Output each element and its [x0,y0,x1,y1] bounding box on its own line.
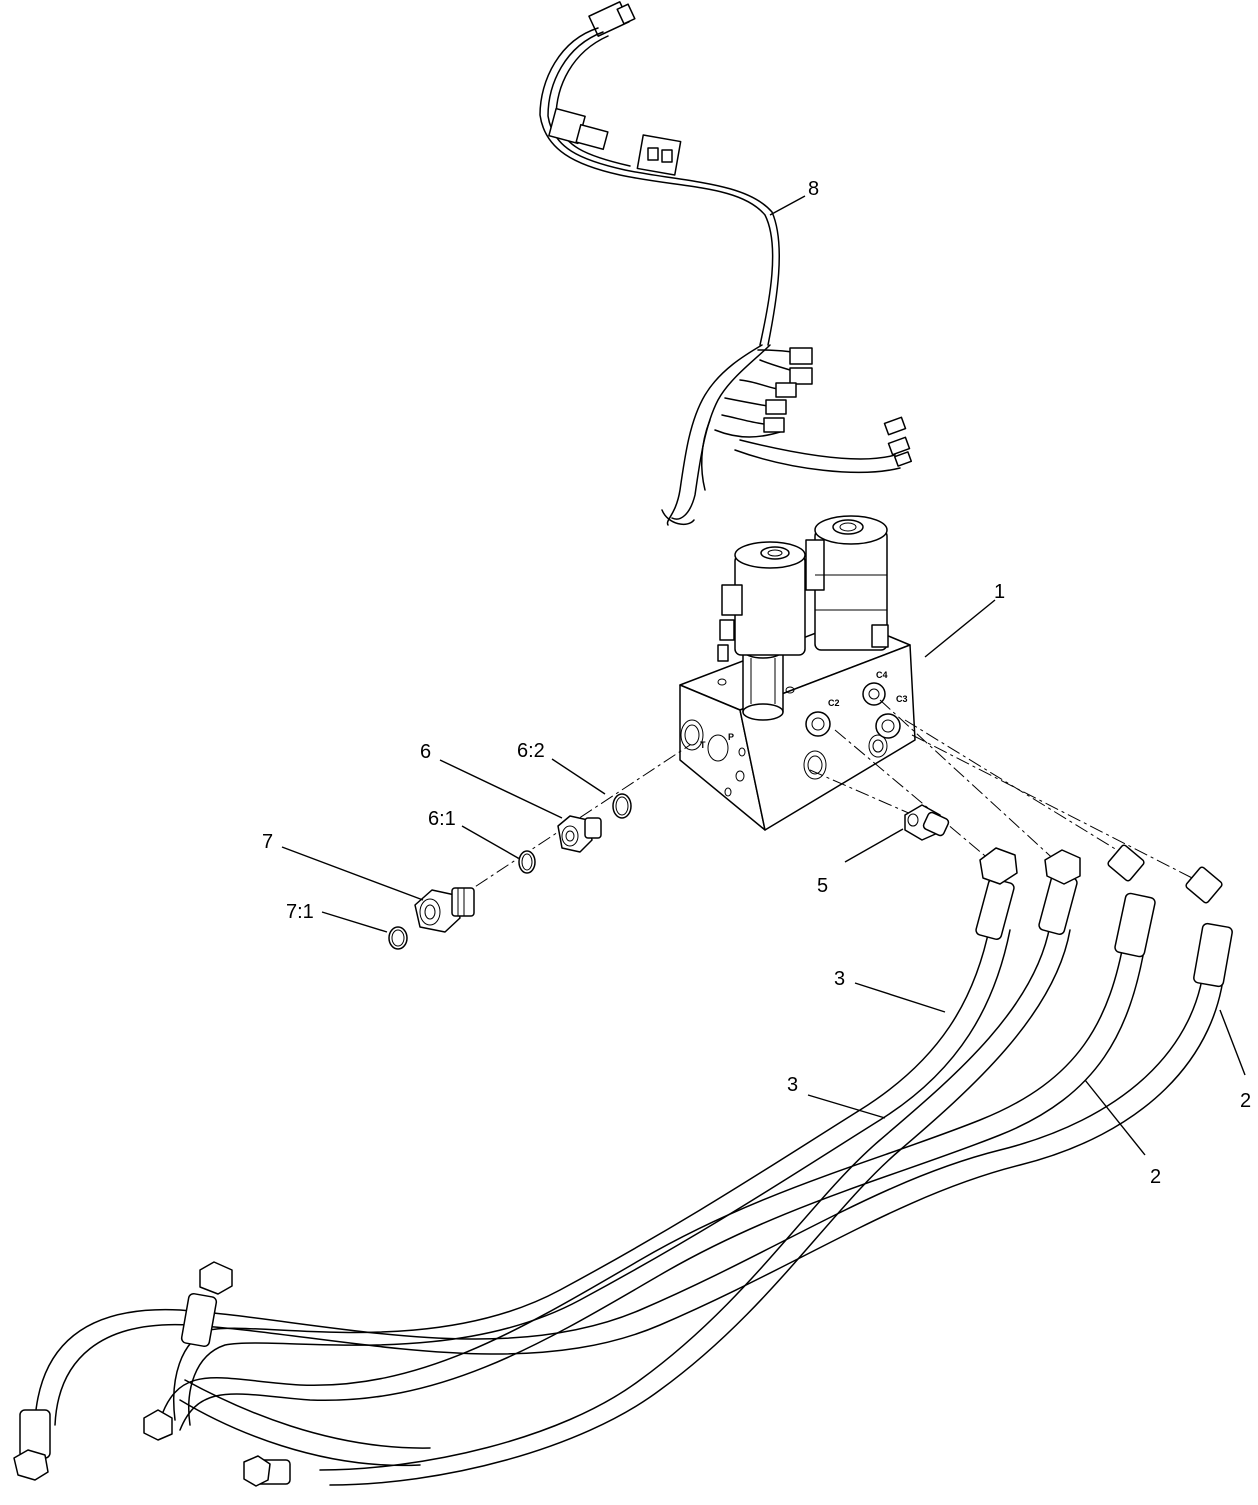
port-mark-p: P [728,732,734,742]
callout-8: 8 [808,178,819,200]
port-mark-c4: C4 [876,670,888,680]
leader-lines [281,195,1246,1156]
callout-2-right: 2 [1240,1090,1251,1112]
wire-harness [539,1,913,526]
callout-6-2: 6:2 [517,740,545,762]
valve-manifold-block: T P C2 C4 C3 [679,515,916,831]
port-mark-c2: C2 [828,698,840,708]
callout-5: 5 [817,875,828,897]
assembly-center-lines [454,699,1201,901]
callout-2-lower: 2 [1150,1166,1161,1188]
o-ring-6-2 [612,793,632,819]
port-mark-t: T [700,740,706,750]
callout-7-1: 7:1 [286,901,314,923]
callout-3-lower: 3 [787,1074,798,1096]
callout-6: 6 [420,741,431,763]
callout-3-upper: 3 [834,968,845,990]
callout-7: 7 [262,831,273,853]
fitting-5 [904,804,950,841]
fitting-6 [557,815,602,853]
callout-labels: 1 2 2 3 3 5 6 6:1 6:2 7 7:1 8 [262,178,1251,1188]
fitting-7 [414,887,475,933]
o-ring-7-1 [388,926,408,950]
port-mark-c3: C3 [896,694,908,704]
callout-1: 1 [994,581,1005,603]
callout-6-1: 6:1 [428,808,456,830]
o-ring-6-1 [518,850,536,874]
hoses [13,844,1233,1487]
